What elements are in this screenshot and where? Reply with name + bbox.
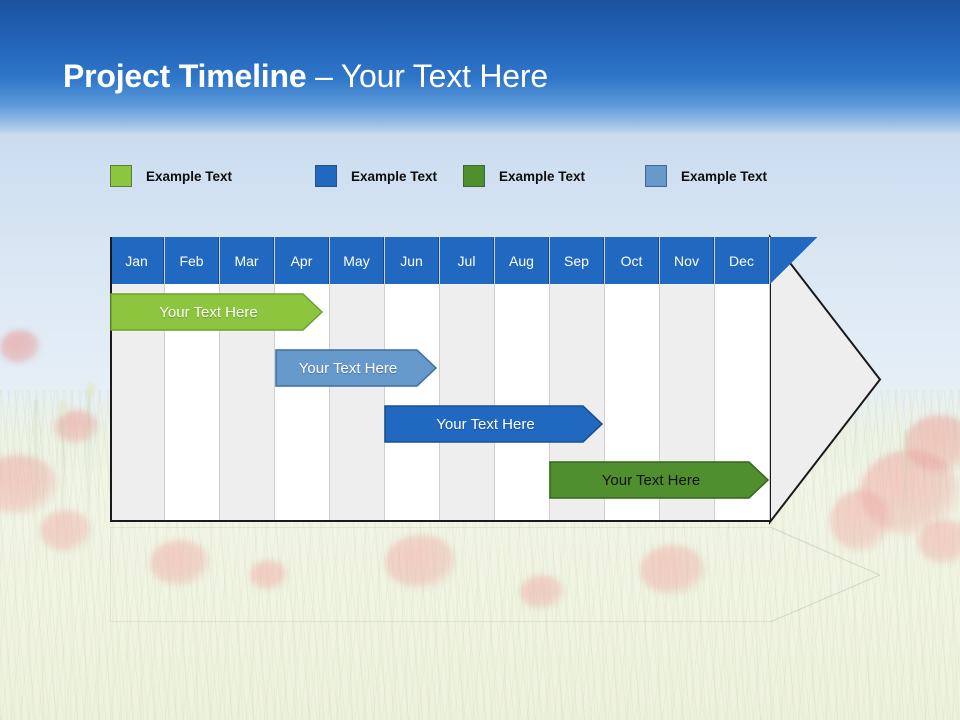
- legend-item-label: Example Text: [499, 168, 586, 184]
- month-header-jan[interactable]: Jan: [110, 237, 164, 284]
- task-bar-shape: [549, 461, 770, 499]
- legend-item-2[interactable]: Example Text: [315, 165, 437, 187]
- legend-item-4[interactable]: Example Text: [645, 165, 767, 187]
- month-header-sep[interactable]: Sep: [550, 237, 604, 284]
- task-bar-shape: [275, 349, 438, 387]
- legend-item-label: Example Text: [146, 168, 233, 184]
- task-bar-shape: [110, 293, 324, 331]
- page-title-light: Your Text Here: [340, 58, 548, 94]
- legend-item-1[interactable]: Example Text: [110, 165, 232, 187]
- month-header-dec[interactable]: Dec: [715, 237, 769, 284]
- month-header-apr[interactable]: Apr: [275, 237, 329, 284]
- task-bar-4[interactable]: Your Text Here: [549, 461, 770, 499]
- month-header-jul[interactable]: Jul: [440, 237, 494, 284]
- task-bar-2[interactable]: Your Text Here: [275, 349, 438, 387]
- month-header-may[interactable]: May: [330, 237, 384, 284]
- legend-swatch-icon: [110, 165, 132, 187]
- month-column-jan[interactable]: Jan: [110, 237, 165, 522]
- task-bar-3[interactable]: Your Text Here: [384, 405, 604, 443]
- legend-swatch-icon: [463, 165, 485, 187]
- legend-swatch-icon: [315, 165, 337, 187]
- legend-item-3[interactable]: Example Text: [463, 165, 585, 187]
- month-header-nov[interactable]: Nov: [660, 237, 714, 284]
- page-title: Project Timeline – Your Text Here: [63, 58, 548, 95]
- month-header-feb[interactable]: Feb: [165, 237, 219, 284]
- legend-item-label: Example Text: [681, 168, 768, 184]
- page-title-strong: Project Timeline: [63, 58, 307, 94]
- month-column-jul[interactable]: Jul: [440, 237, 495, 522]
- month-header-mar[interactable]: Mar: [220, 237, 274, 284]
- timeline-arrowhead: [769, 234, 882, 525]
- month-header-oct[interactable]: Oct: [605, 237, 659, 284]
- month-column-feb[interactable]: Feb: [165, 237, 220, 522]
- legend-swatch-icon: [645, 165, 667, 187]
- legend-item-label: Example Text: [351, 168, 438, 184]
- month-header-aug[interactable]: Aug: [495, 237, 549, 284]
- month-column-aug[interactable]: Aug: [495, 237, 550, 522]
- page-title-dash: –: [306, 58, 341, 94]
- month-column-mar[interactable]: Mar: [220, 237, 275, 522]
- task-bar-1[interactable]: Your Text Here: [110, 293, 324, 331]
- task-bar-shape: [384, 405, 604, 443]
- month-header-jun[interactable]: Jun: [385, 237, 439, 284]
- month-column-jun[interactable]: Jun: [385, 237, 440, 522]
- title-banner: Project Timeline – Your Text Here: [0, 0, 960, 135]
